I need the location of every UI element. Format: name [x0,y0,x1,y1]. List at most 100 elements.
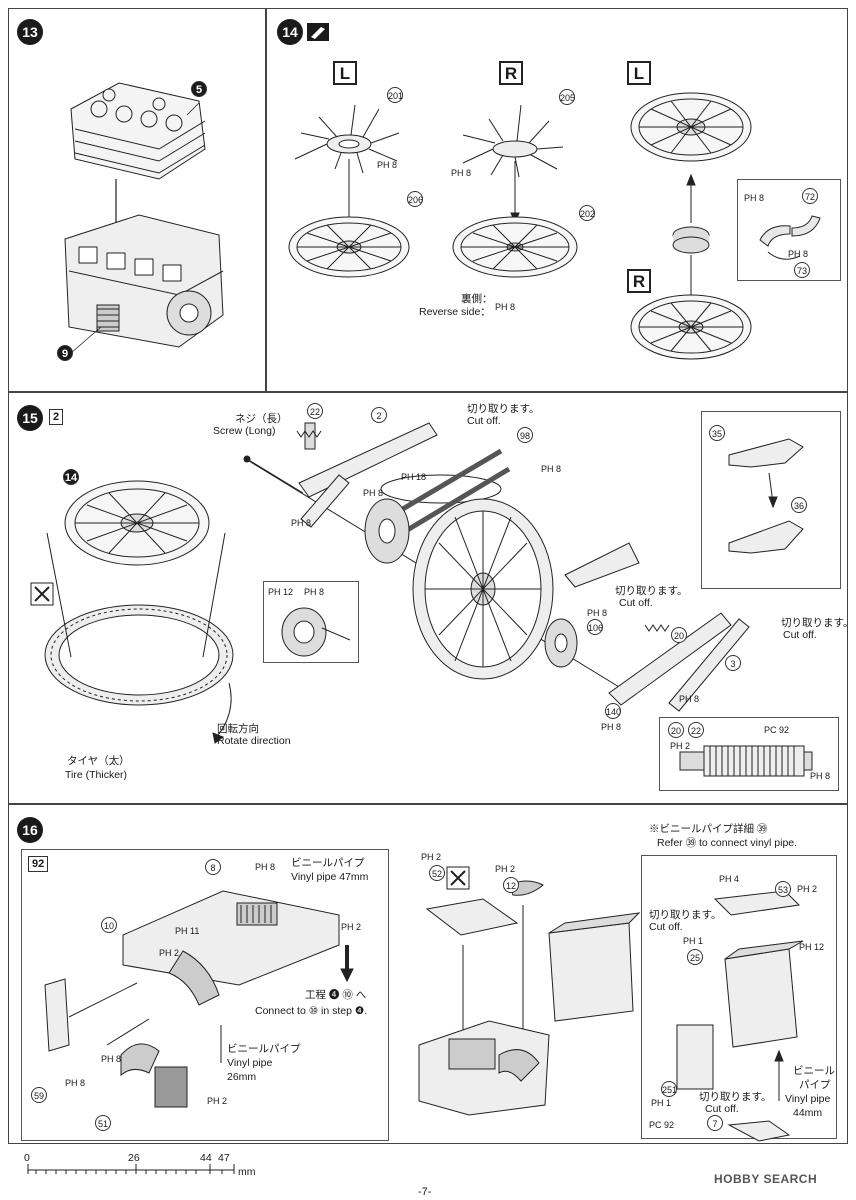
ph8-tag-d: PH 8 [587,608,608,618]
ph8-tag-c: PH 8 [541,464,562,474]
vinyl-pipe-47-en: Vinyl pipe 47mm [291,871,369,883]
engine-drawing [64,82,224,354]
step-14-panel: 14 L R L R [266,8,848,392]
scale-ruler: 0 26 44 47 mm [20,1152,260,1182]
ruler-tick-44: 44 [200,1152,212,1164]
paint-brush-icon [307,23,329,41]
letter-r-right: R [627,269,651,293]
ruler-tick-47: 47 [218,1152,230,1164]
refer-vinyl-en: Refer ㊴ to connect vinyl pipe. [657,837,798,849]
ph8-tag-inset-a: PH 8 [744,193,765,203]
vinyl-pipe-26-jp: ビニールパイプ [227,1043,301,1055]
part-20-inset: 20 [668,722,684,738]
ph8-tag-left: PH 8 [377,160,398,170]
part-98: 98 [517,427,533,443]
ruler-lines [27,1164,235,1174]
ph8-tag-b: PH 8 [291,518,312,528]
part-106: 106 [587,619,603,635]
ph1-tag-b: PH 1 [651,1098,672,1108]
cutoff-label-right-en: Cut off. [783,629,817,641]
part-35: 35 [709,425,725,441]
part-20: 20 [671,627,687,643]
cutoff-b-jp: 切り取ります。 [699,1091,772,1103]
cutoff-label-top-en: Cut off. [467,415,501,427]
ph4-tag: PH 4 [719,874,740,884]
refer-vinyl-jp: ※ビニールパイプ詳細 ㊴ [649,823,768,835]
step4-connect-en: Connect to ⑩ in step ❹. [255,1005,368,1017]
step-number: 15 [17,405,43,431]
inset-battery-box [641,855,837,1139]
part-25: 25 [687,949,703,965]
step4-connect-jp: 工程 ❹ ⑩ へ [305,989,367,1001]
ph8-tag-f: PH 8 [601,722,622,732]
ruler-tick-0: 0 [24,1152,30,1164]
part-251: 251 [661,1081,677,1097]
letter-r-center: R [499,61,523,85]
vinyl-pipe-44-jp1: ビニール [793,1065,835,1077]
tire-label-en: Tire (Thicker) [65,769,128,781]
part-202: 202 [579,205,595,221]
ph12-tag: PH 12 [799,942,825,952]
ph8-tag-center: PH 8 [451,168,472,178]
watermark: HOBBY SEARCH [714,1172,818,1186]
tire-label-jp: タイヤ（太） [67,755,130,767]
ph2-tag-d: PH 2 [421,852,442,862]
bearing-drawing [759,215,821,260]
battery-frame-drawing [44,880,804,1142]
wheel-hub-drawings [288,92,752,360]
part-72: 72 [802,188,818,204]
part-22-inset: 22 [688,722,704,738]
step-number: 16 [17,817,43,843]
shock-drawing [679,745,813,777]
vinyl-pipe-44-jp2: パイプ [799,1079,831,1091]
inset-bearing-detail: PH 8 72 PH 8 73 [737,179,841,281]
pc92-tag-b: PC 92 [649,1120,675,1130]
reverse-side-label-jp: 裏側： [461,293,493,305]
vinyl-pipe-44-en2: 44mm [793,1107,823,1119]
ph8-tag-inset-b: PH 8 [788,249,809,259]
ph8-tag-c: PH 8 [101,1054,122,1064]
no-glue-icon [446,866,470,890]
ph2-tag-c: PH 2 [207,1096,228,1106]
part-12: 12 [503,877,519,893]
part-8: 8 [205,859,221,875]
ph8-tag-a: PH 8 [255,862,276,872]
page-number: -7- [418,1186,432,1198]
step-number: 14 [277,19,303,45]
sprocket-drawing [281,607,351,657]
part-2: 2 [371,407,387,423]
runner-tag: 2 [49,409,64,425]
vinyl-pipe-26-en2: 26mm [227,1071,257,1083]
pc92-tag-inset: PC 92 [764,725,790,735]
part-7: 7 [707,1115,723,1131]
ph8-tag-reverse: PH 8 [495,302,516,312]
part-36: 36 [791,497,807,513]
screw-label-en: Screw (Long) [213,425,276,437]
rotate-direction-jp: 回転方向 [217,723,259,735]
ph2-tag-f: PH 2 [797,884,818,894]
part-201: 201 [387,87,403,103]
no-glue-icon [30,582,54,606]
rear-wheel-assembly-drawing [44,422,804,744]
ph2-tag-b: PH 2 [341,922,362,932]
part-53: 53 [775,881,791,897]
ruler-tick-26: 26 [128,1152,140,1164]
part-10: 10 [101,917,117,933]
cutoff-b-en: Cut off. [705,1103,739,1115]
part-205: 205 [559,89,575,105]
ph8-tag-inset: PH 8 [810,771,831,781]
part-3: 3 [725,655,741,671]
inset-shock-detail: 20 22 PH 2 PC 92 PH 8 [659,717,839,791]
part-73: 73 [794,262,810,278]
inset-rear-frame: 92 [21,849,389,1141]
part-59: 59 [31,1087,47,1103]
step-16-panel: 16 92 [8,804,848,1144]
part-9: 9 [57,345,73,361]
ph8-tag-a: PH 8 [363,488,384,498]
inset-swingarm-parts [701,411,841,589]
letter-l-right: L [627,61,651,85]
vinyl-pipe-47-jp: ビニールパイプ [291,857,365,869]
letter-l-left: L [333,61,357,85]
cutoff-label-mid-jp: 切り取ります。 [615,585,688,597]
cutoff-label-right-jp: 切り取ります。 [781,617,854,629]
